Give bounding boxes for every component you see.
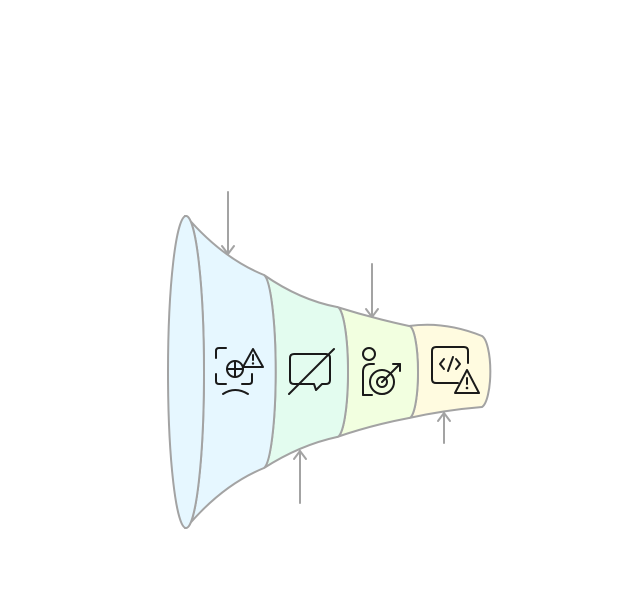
person-target-icon [362, 347, 401, 396]
funnel-stage-4 [408, 323, 492, 419]
arrow-into-stage-3 [365, 263, 379, 318]
funnel-mouth [167, 215, 205, 529]
code-warning-icon [431, 346, 480, 394]
message-off-icon [288, 348, 335, 395]
arrow-into-stage-1 [221, 191, 235, 255]
arrow-out-of-stage-2 [293, 450, 307, 504]
face-scan-warning-icon [215, 347, 264, 395]
funnel-stage-3 [336, 306, 419, 438]
arrow-out-of-stage-4 [437, 412, 451, 444]
